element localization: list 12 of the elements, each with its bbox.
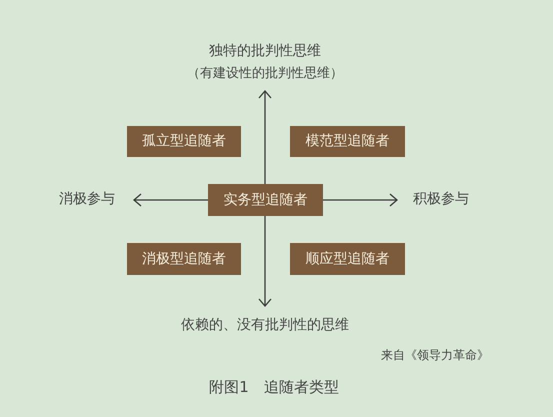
source-note: 来自《领导力革命》 (381, 348, 489, 362)
quadrant-box: 消极型追随者 (127, 243, 241, 275)
quadrant-box: 孤立型追随者 (127, 126, 241, 157)
quadrant-box: 模范型追随者 (290, 126, 405, 157)
axis-label: 依赖的、没有批判性的思维 (181, 317, 349, 334)
quadrant-box: 顺应型追随者 (290, 243, 405, 275)
figure-caption: 附图1 追随者类型 (209, 378, 339, 396)
axis-label: 独特的批判性思维 (209, 43, 321, 60)
center-box: 实务型追随者 (208, 184, 323, 216)
axis-label: 消极参与 (59, 191, 115, 208)
axis-label: 积极参与 (413, 191, 469, 208)
axis-label: （有建设性的批判性思维） (187, 66, 343, 82)
